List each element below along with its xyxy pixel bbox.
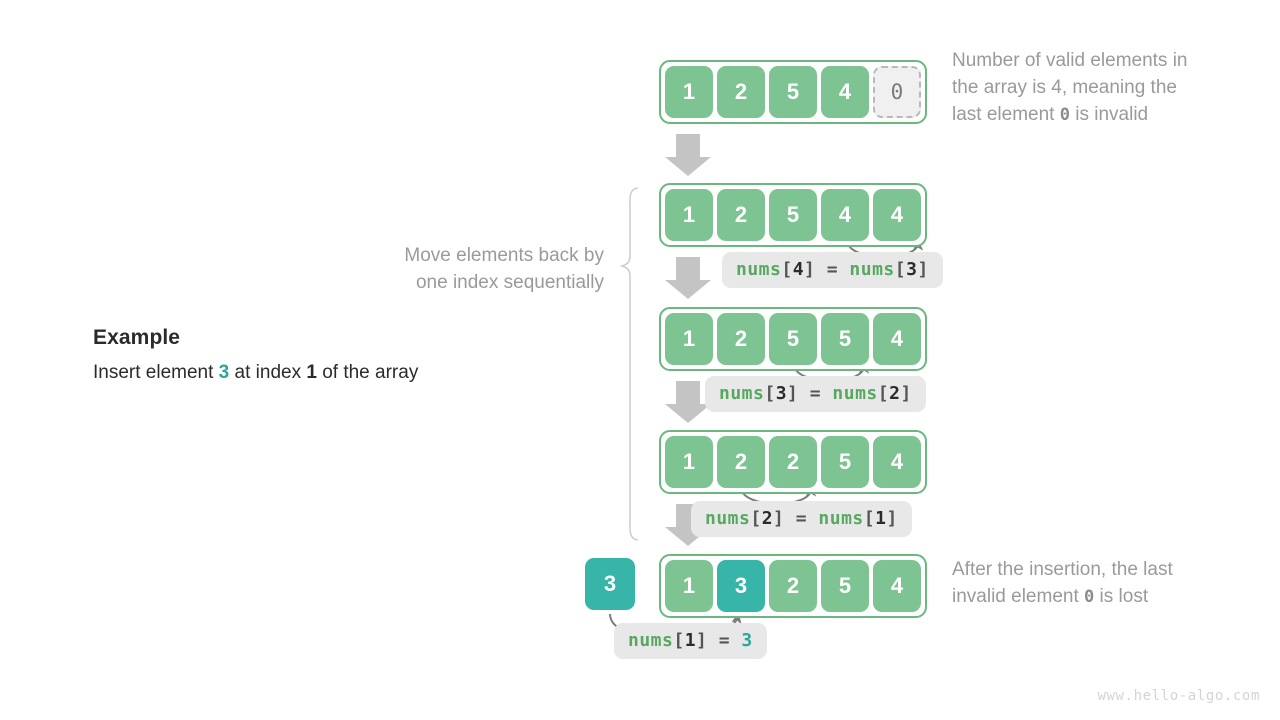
annotation-bottom-lost-value: 0 [1084,586,1095,607]
code-identifier: nums [832,383,878,404]
code-index: 3 [775,383,788,404]
array-cell: 5 [821,560,869,612]
example-desc-pre: Insert element [93,362,219,383]
array-cell: 4 [873,189,921,241]
code-identifier: nums [736,259,782,280]
array-cell: 1 [665,560,713,612]
bracket-label-line1: Move elements back by [404,245,604,266]
array-cell: 5 [769,189,817,241]
code-identifier: nums [628,630,674,651]
code-bracket: [ [863,508,876,529]
annotation-initial-array: Number of valid elements in the array is… [952,48,1262,129]
annotation-bottom-line2-post: is lost [1094,585,1149,607]
code-index: 2 [889,383,901,404]
annotation-top-line1: Number of valid elements in [952,50,1188,71]
array-cell: 5 [769,313,817,365]
array-cell: 0 [873,66,921,118]
array-cell: 1 [665,313,713,365]
code-operator: = [707,630,742,651]
code-label-assign-3-2: nums[3] = nums[2] [705,376,926,412]
code-index: 3 [906,259,918,280]
code-bracket: [ [781,259,793,280]
code-operator: = [815,259,850,280]
bracket-label-line2: one index sequentially [415,271,604,293]
code-bracket: [ [877,383,890,404]
array-cell: 2 [717,189,765,241]
array-cell: 2 [769,560,817,612]
code-label-assign-2-1: nums[2] = nums[1] [691,501,912,537]
code-operator: = [798,383,833,404]
annotation-top-line3-post: is invalid [1069,103,1149,125]
code-index: 1 [875,508,887,529]
down-arrow-2 [665,257,711,299]
watermark: www.hello-algo.com [1097,688,1260,704]
code-literal: 3 [741,630,753,651]
annotation-bottom-line1: After the insertion, the last [952,559,1173,580]
annotation-top-invalid-value: 0 [1059,104,1070,125]
annotation-bottom-line2-pre: invalid element [952,585,1085,607]
code-identifier: nums [849,259,895,280]
code-bracket: ] [787,383,799,404]
code-bracket: ] [696,630,708,651]
example-desc-mid: at index [229,362,307,383]
example-insert-index: 1 [306,362,317,383]
array-cell: 4 [873,436,921,488]
array-cell: 1 [665,436,713,488]
grouping-brace [619,187,638,541]
code-operator: = [784,508,819,529]
code-bracket: ] [917,259,929,280]
code-index: 4 [792,259,805,280]
array-cell: 4 [821,66,869,118]
array-cell: 5 [821,436,869,488]
array-cell: 1 [665,66,713,118]
annotation-top-line3-pre: last element [952,103,1060,125]
code-bracket: ] [900,383,912,404]
code-label-assign-4-3: nums[4] = nums[3] [722,252,943,288]
code-identifier: nums [705,508,751,529]
code-bracket: ] [886,508,898,529]
array-cell: 2 [769,436,817,488]
code-bracket: [ [673,630,685,651]
down-arrow-1 [665,134,711,176]
example-title: Example [93,326,181,349]
example-desc-post: of the array [316,362,419,383]
code-bracket: [ [894,259,907,280]
array-cell: 2 [717,313,765,365]
array-cell: 5 [769,66,817,118]
array-cell: 1 [665,189,713,241]
annotation-shift-elements: Move elements back by one index sequenti… [330,243,604,297]
code-bracket: ] [773,508,785,529]
code-bracket: [ [764,383,776,404]
array-cell: 5 [821,313,869,365]
code-label-assign-1-literal: nums[1] = 3 [614,623,767,659]
annotation-top-line2: the array is 4, meaning the [952,76,1177,98]
code-identifier: nums [818,508,864,529]
array-cell: 4 [873,313,921,365]
array-cell: 4 [873,560,921,612]
array-cell: 2 [717,66,765,118]
array-cell: 2 [717,436,765,488]
code-index: 2 [761,508,774,529]
code-bracket: ] [804,259,816,280]
example-block: Example Insert element 3 at index 1 of t… [93,326,553,385]
annotation-after-insertion: After the insertion, the last invalid el… [952,557,1262,611]
code-index: 1 [684,630,697,651]
example-description: Insert element 3 at index 1 of the array [93,362,553,385]
code-bracket: [ [750,508,762,529]
insert-value-box: 3 [585,558,635,610]
code-identifier: nums [719,383,765,404]
array-cell: 4 [821,189,869,241]
array-cell: 3 [717,560,765,612]
example-insert-value: 3 [218,362,230,383]
